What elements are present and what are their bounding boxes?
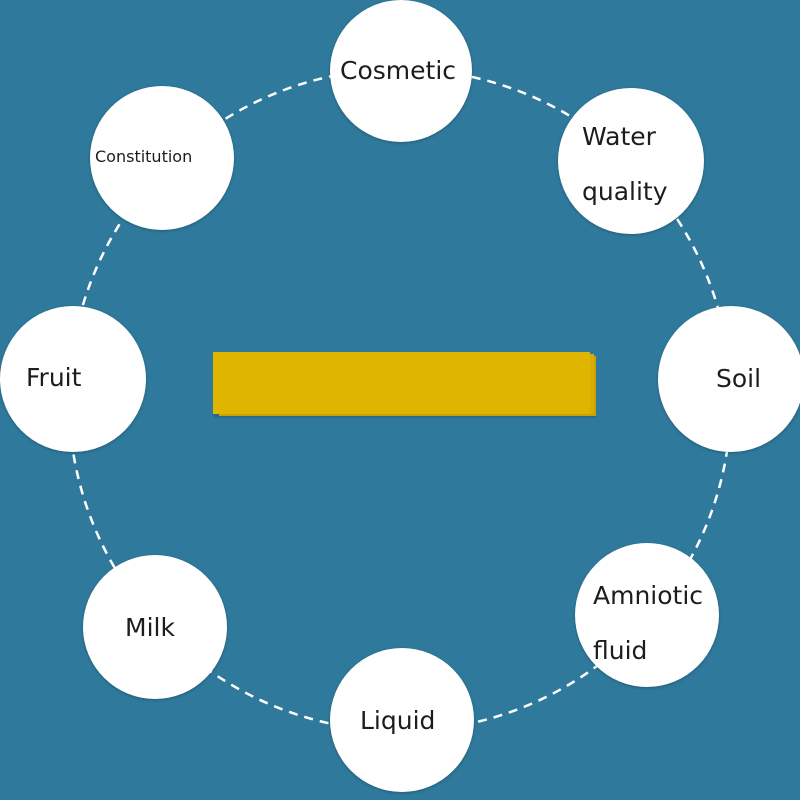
- node-label-amniotic-fluid: Amniotic fluid: [593, 583, 703, 663]
- node-label-soil: Soil: [716, 364, 762, 393]
- node-constitution: Constitution: [90, 86, 234, 230]
- node-milk: Milk: [83, 555, 227, 699]
- node-water-quality: Water quality: [558, 88, 704, 234]
- node-label-water-quality-line-2: quality: [582, 177, 668, 206]
- node-amniotic-fluid: Amniotic fluid: [575, 543, 719, 687]
- node-label-amniotic-fluid-line-2: fluid: [593, 636, 648, 665]
- node-liquid: Liquid: [330, 648, 474, 792]
- node-label-liquid: Liquid: [360, 706, 436, 735]
- node-cosmetic: Cosmetic: [330, 0, 472, 142]
- node-label-fruit: Fruit: [26, 363, 82, 392]
- node-label-cosmetic: Cosmetic: [340, 56, 457, 85]
- node-label-amniotic-fluid-line-1: Amniotic: [593, 581, 704, 610]
- node-label-milk: Milk: [125, 613, 175, 642]
- node-label-water-quality: Water quality: [582, 124, 668, 204]
- node-label-water-quality-line-1: Water: [582, 122, 656, 151]
- node-fruit: Fruit: [0, 306, 146, 452]
- node-soil: Soil: [658, 306, 800, 452]
- node-label-constitution: Constitution: [95, 147, 193, 166]
- yellow-test-strip: [213, 352, 596, 418]
